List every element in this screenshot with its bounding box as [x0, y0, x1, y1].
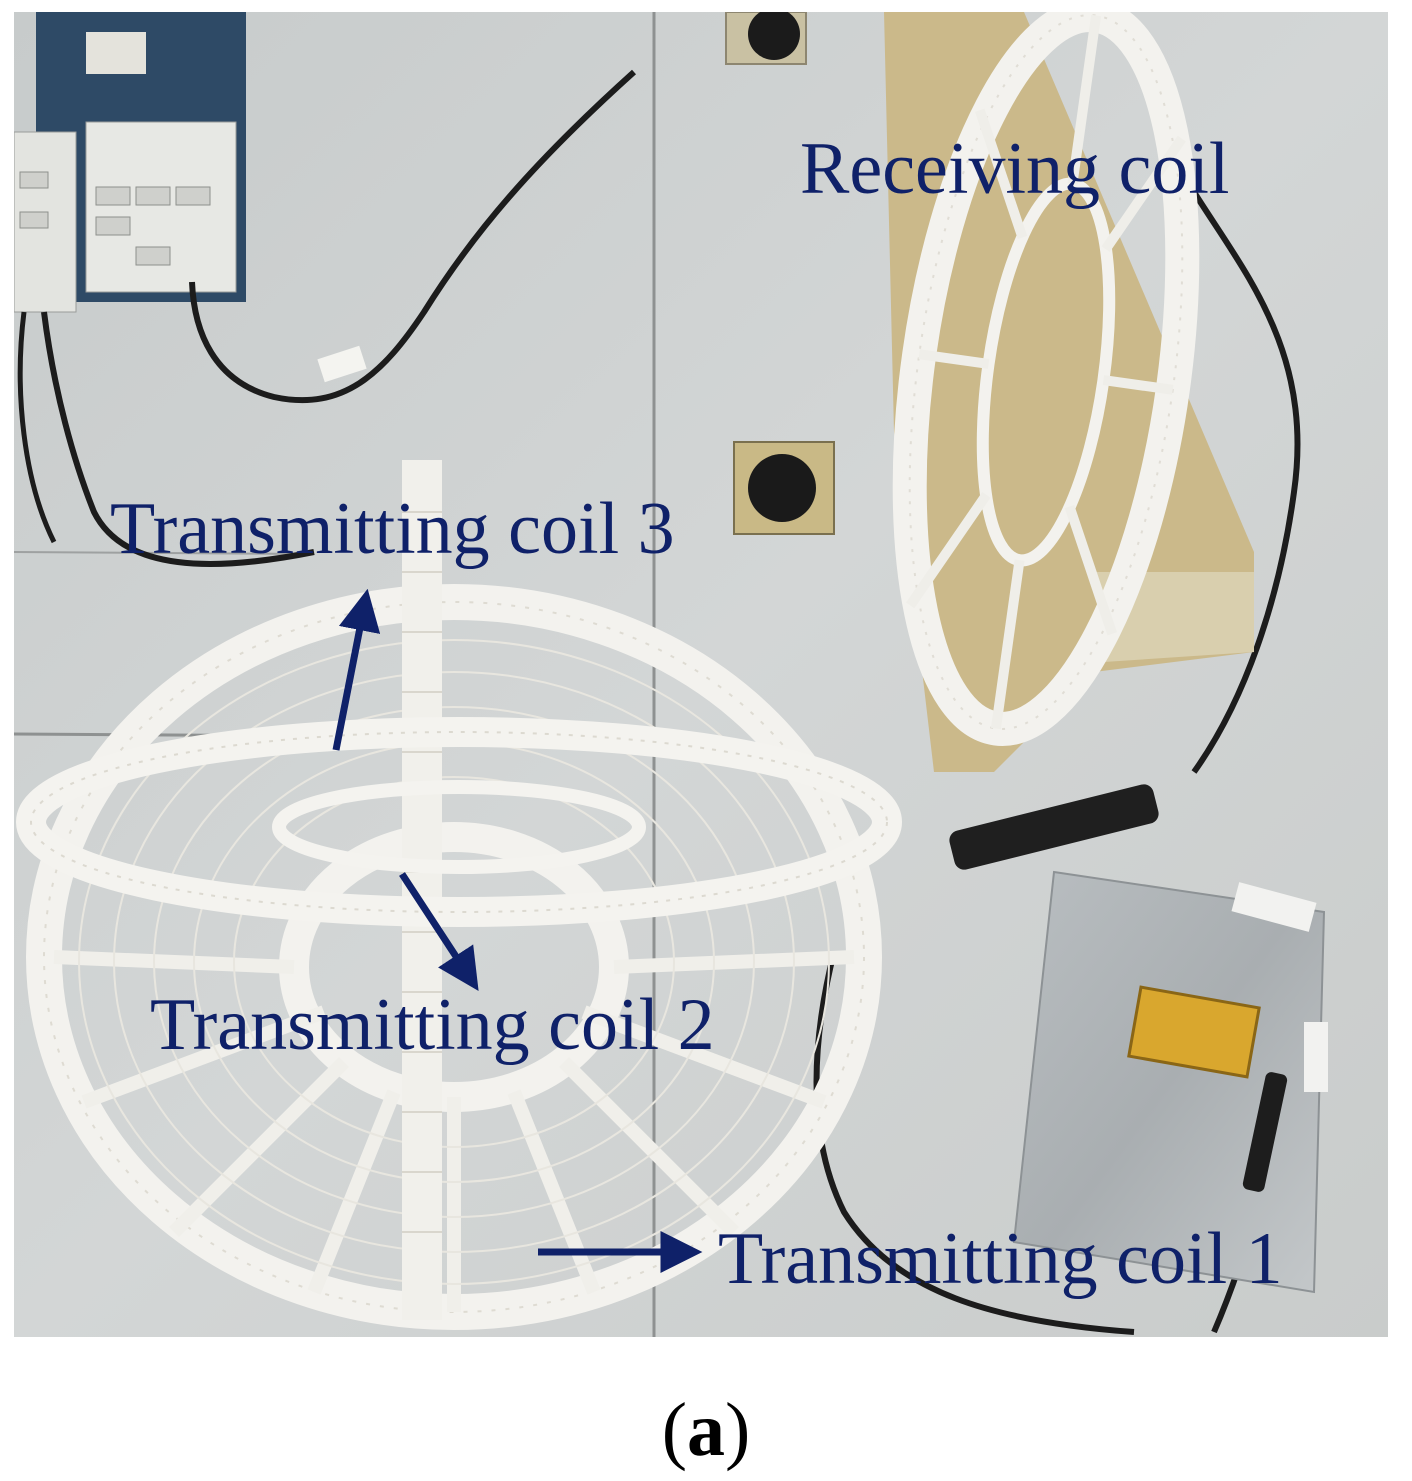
figure-caption: (a) [0, 1392, 1412, 1468]
current-probe-clamp [949, 784, 1159, 870]
caption-letter: a [687, 1388, 725, 1472]
caption-open-paren: ( [661, 1388, 687, 1472]
voltage-probe [1242, 1072, 1288, 1192]
label-transmitting-coil-3: Transmitting coil 3 [110, 488, 675, 570]
floor-socket-top [725, 12, 807, 65]
label-transmitting-coil-2: Transmitting coil 2 [150, 984, 715, 1066]
floor-seam-horizontal-2 [14, 551, 315, 555]
label-transmitting-coil-1: Transmitting coil 1 [718, 1218, 1283, 1300]
probe-cable-left [41, 311, 315, 567]
label-receiving-coil: Receiving coil [800, 128, 1230, 210]
load-resistor [1127, 985, 1261, 1079]
second-instrument [14, 131, 77, 313]
transmitting-coil-1-spokes [53, 950, 855, 1312]
experiment-photo [14, 12, 1388, 1337]
transmitting-coil-3-frame [16, 717, 902, 927]
arrow-transmitting-coil-3 [332, 588, 381, 751]
cable-label-tag [317, 345, 367, 383]
transmitting-coil-assembly [16, 460, 902, 1330]
caption-close-paren: ) [725, 1388, 751, 1472]
receiving-coil [892, 12, 1200, 746]
arrow-transmitting-coil-2 [399, 872, 479, 992]
floor-socket-middle [733, 441, 835, 535]
probe-cable-top [189, 69, 637, 404]
probe-cable-right [1191, 190, 1301, 774]
transmitting-coil-2-frame [402, 460, 442, 1320]
probe-cable-left-2 [17, 311, 57, 544]
